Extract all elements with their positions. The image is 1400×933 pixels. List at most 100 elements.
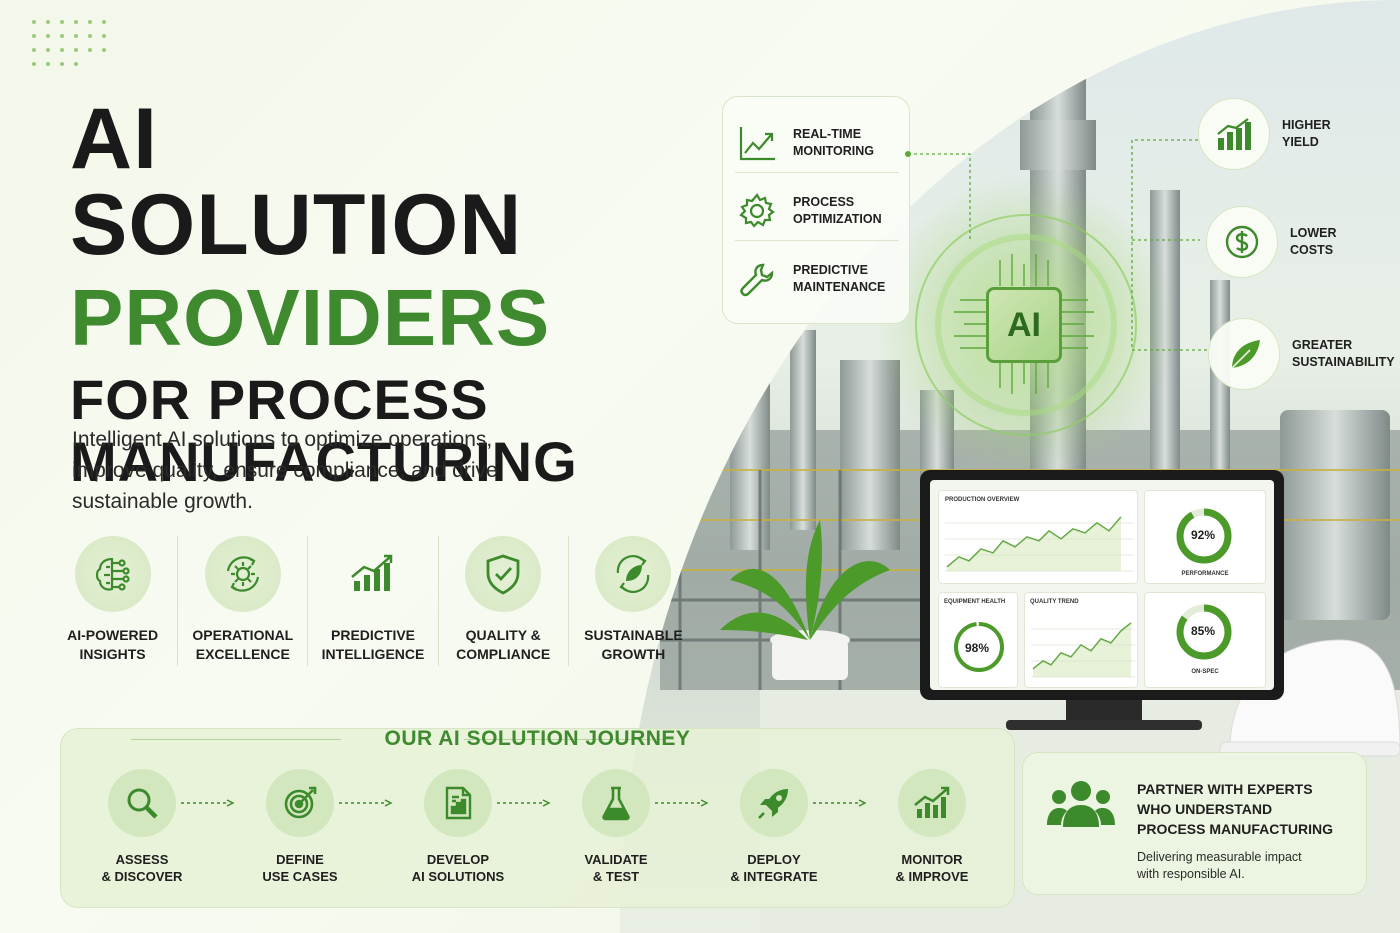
benefit-label-line-1: PREDICTIVE	[331, 627, 416, 643]
title-divider	[464, 739, 674, 740]
journey-title: OUR AI SOLUTION JOURNEY	[384, 727, 691, 750]
document-chart-icon	[445, 786, 472, 820]
partner-desc-line-2: with responsible AI.	[1137, 867, 1245, 881]
team-icon	[1047, 781, 1115, 827]
step-label-line-2: & TEST	[592, 869, 640, 884]
equipment-gauge	[954, 622, 1004, 672]
monitor-stand	[1066, 700, 1142, 722]
journey-step: DEVELOP AI SOLUTIONS	[393, 769, 523, 885]
on-spec-label: ON-SPEC	[1191, 669, 1219, 675]
production-title: PRODUCTION OVERVIEW	[945, 497, 1020, 503]
leaf-cycle-icon	[617, 554, 650, 594]
benefit-label-line-1: OPERATIONAL	[192, 627, 294, 643]
dashed-arrow	[497, 799, 551, 807]
stat-item: LOWER COSTS	[1206, 206, 1337, 278]
benefit-label-line-2: INTELLIGENCE	[321, 646, 425, 662]
headline-line-1: AI SOLUTION	[70, 91, 523, 273]
flask-icon	[602, 786, 630, 821]
gear-cycle-icon	[226, 556, 259, 592]
benefit-item: SUSTAINABLE GROWTH	[569, 536, 698, 666]
on-spec-value: 85%	[1191, 624, 1216, 638]
subtitle: Intelligent AI solutions to optimize ope…	[72, 428, 498, 513]
feature-label-line-1: PREDICTIVE	[793, 263, 869, 277]
growth-chart-icon	[351, 554, 393, 591]
step-label-line-2: & INTEGRATE	[730, 869, 818, 884]
gear-icon	[739, 192, 775, 228]
dollar-icon	[1225, 225, 1259, 259]
headline: AI SOLUTION PROVIDERS FOR PROCESS MANUFA…	[70, 96, 630, 490]
performance-panel: 92% PERFORMANCE	[1144, 490, 1266, 584]
benefit-label-line-1: QUALITY &	[465, 627, 541, 643]
decorative-dot-grid	[32, 20, 106, 66]
stat-label-line-2: SUSTAINABILITY	[1292, 355, 1395, 369]
target-icon	[284, 786, 317, 819]
trend-chart-icon	[914, 786, 950, 818]
journey-step: VALIDATE & TEST	[551, 769, 681, 885]
benefit-label-line-2: EXCELLENCE	[195, 646, 290, 662]
stat-label-line-1: LOWER	[1290, 226, 1337, 240]
benefits-row: AI-POWERED INSIGHTS OPERATIONAL EXCELLEN…	[48, 536, 698, 666]
partner-title-line-1: PARTNER WITH EXPERTS	[1137, 781, 1313, 797]
circuit-traces	[954, 254, 1094, 394]
stat-label-line-1: HIGHER	[1282, 118, 1331, 132]
dashed-arrow	[339, 799, 393, 807]
stat-item: HIGHER YIELD	[1198, 98, 1331, 170]
shield-check-icon	[486, 554, 520, 595]
journey-panel: OUR AI SOLUTION JOURNEY ASSESS & DISCOVE…	[60, 727, 1015, 908]
journey-step: DEFINE USE CASES	[235, 769, 365, 885]
stat-label-line-1: GREATER	[1292, 338, 1353, 352]
journey-step: MONITOR & IMPROVE	[867, 769, 997, 885]
production-line-chart	[945, 516, 1133, 572]
production-overview-panel: PRODUCTION OVERVIEW	[938, 490, 1138, 584]
monitor-stand-base	[1006, 720, 1202, 730]
line-chart-icon	[739, 126, 775, 160]
benefit-label-line-1: AI-POWERED	[67, 627, 159, 643]
stat-label-line-2: YIELD	[1282, 135, 1319, 149]
partner-title-line-2: WHO UNDERSTAND	[1137, 801, 1273, 817]
benefit-label-line-2: GROWTH	[601, 646, 666, 662]
on-spec-gauge	[1176, 604, 1232, 660]
dashed-arrow	[655, 799, 709, 807]
benefit-item: QUALITY & COMPLIANCE	[439, 536, 569, 666]
partner-desc-line-1: Delivering measurable impact	[1137, 850, 1302, 864]
feature-item: PROCESS OPTIMIZATION	[735, 181, 899, 241]
headline-line-4: MANUFACTURING	[70, 430, 578, 493]
wrench-icon	[740, 263, 774, 297]
stat-item: GREATER SUSTAINABILITY	[1208, 318, 1395, 390]
headline-line-2: PROVIDERS	[70, 273, 551, 362]
feature-label-line-1: PROCESS	[793, 194, 855, 209]
quality-trend-panel: QUALITY TREND	[1024, 592, 1138, 688]
equipment-health-panel: EQUIPMENT HEALTH 98%	[938, 592, 1018, 688]
benefit-label-line-1: SUSTAINABLE	[584, 627, 683, 643]
step-label-line-1: VALIDATE	[584, 852, 648, 867]
benefit-label-line-2: INSIGHTS	[79, 646, 146, 662]
step-label-line-2: USE CASES	[262, 869, 338, 884]
equipment-title: EQUIPMENT HEALTH	[944, 599, 1006, 605]
partner-card: PARTNER WITH EXPERTS WHO UNDERSTAND PROC…	[1022, 752, 1367, 895]
benefit-label-line-2: COMPLIANCE	[456, 646, 551, 662]
benefit-item: OPERATIONAL EXCELLENCE	[178, 536, 309, 666]
step-label-line-1: DEPLOY	[747, 852, 801, 867]
feature-item: PREDICTIVE MAINTENANCE	[735, 249, 899, 309]
headline-line-3: FOR PROCESS	[70, 368, 489, 431]
benefit-item: PREDICTIVE INTELLIGENCE	[308, 536, 439, 666]
feature-label-line-2: OPTIMIZATION	[793, 211, 882, 226]
step-label-line-2: & DISCOVER	[101, 869, 183, 884]
journey-steps: ASSESS & DISCOVER DEFINE USE CASES	[81, 769, 996, 899]
connector-lines	[905, 139, 1210, 351]
brain-circuit-icon	[95, 557, 130, 591]
magnifier-icon	[127, 788, 158, 819]
performance-gauge	[1176, 508, 1232, 564]
step-label-line-1: MONITOR	[901, 852, 963, 867]
dashboard-monitor: PRODUCTION OVERVIEW 92% PERFORMANCE EQUI…	[920, 470, 1284, 700]
quality-title: QUALITY TREND	[1030, 599, 1079, 605]
equipment-value: 98%	[965, 641, 990, 655]
title-divider	[131, 739, 341, 740]
on-spec-panel: 85% ON-SPEC	[1144, 592, 1266, 688]
dashed-arrow	[181, 799, 235, 807]
benefit-item: AI-POWERED INSIGHTS	[48, 536, 179, 666]
feature-label-line-2: MAINTENANCE	[793, 280, 886, 294]
features-card: REAL-TIME MONITORING PROCESS OPTIMIZATIO…	[722, 96, 910, 324]
step-label-line-2: AI SOLUTIONS	[411, 869, 505, 884]
dashed-arrow	[813, 799, 867, 807]
